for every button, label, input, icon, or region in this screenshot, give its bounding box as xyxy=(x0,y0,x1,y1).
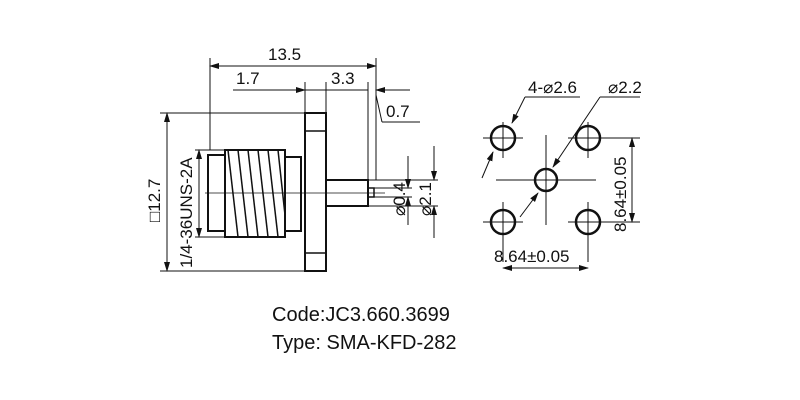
dim-flange-to-pin: 3.3 xyxy=(331,69,355,88)
side-view xyxy=(160,58,438,272)
dim-pin-diameter: ⌀0.4 xyxy=(390,182,409,216)
code-label: Code:JC3.660.3699 xyxy=(272,304,450,326)
dim-center-hole: ⌀2.2 xyxy=(608,78,642,97)
dim-thread-spec: 1/4-36UNS-2A xyxy=(177,157,196,268)
dim-insulator-diameter: ⌀2.1 xyxy=(416,182,435,216)
type-label: Type: SMA-KFD-282 xyxy=(272,332,457,354)
dim-flange-square: □12.7 xyxy=(145,179,164,222)
dim-thread-offset: 1.7 xyxy=(236,69,260,88)
dim-mount-holes: 4-⌀2.6 xyxy=(528,78,577,97)
dim-pin-tip: 0.7 xyxy=(386,102,410,121)
hole-pattern xyxy=(481,96,640,271)
dim-spacing-vertical: 8.64±0.05 xyxy=(611,156,630,232)
dim-overall-length: 13.5 xyxy=(268,45,301,64)
dim-spacing-horizontal: 8.64±0.05 xyxy=(494,247,570,266)
